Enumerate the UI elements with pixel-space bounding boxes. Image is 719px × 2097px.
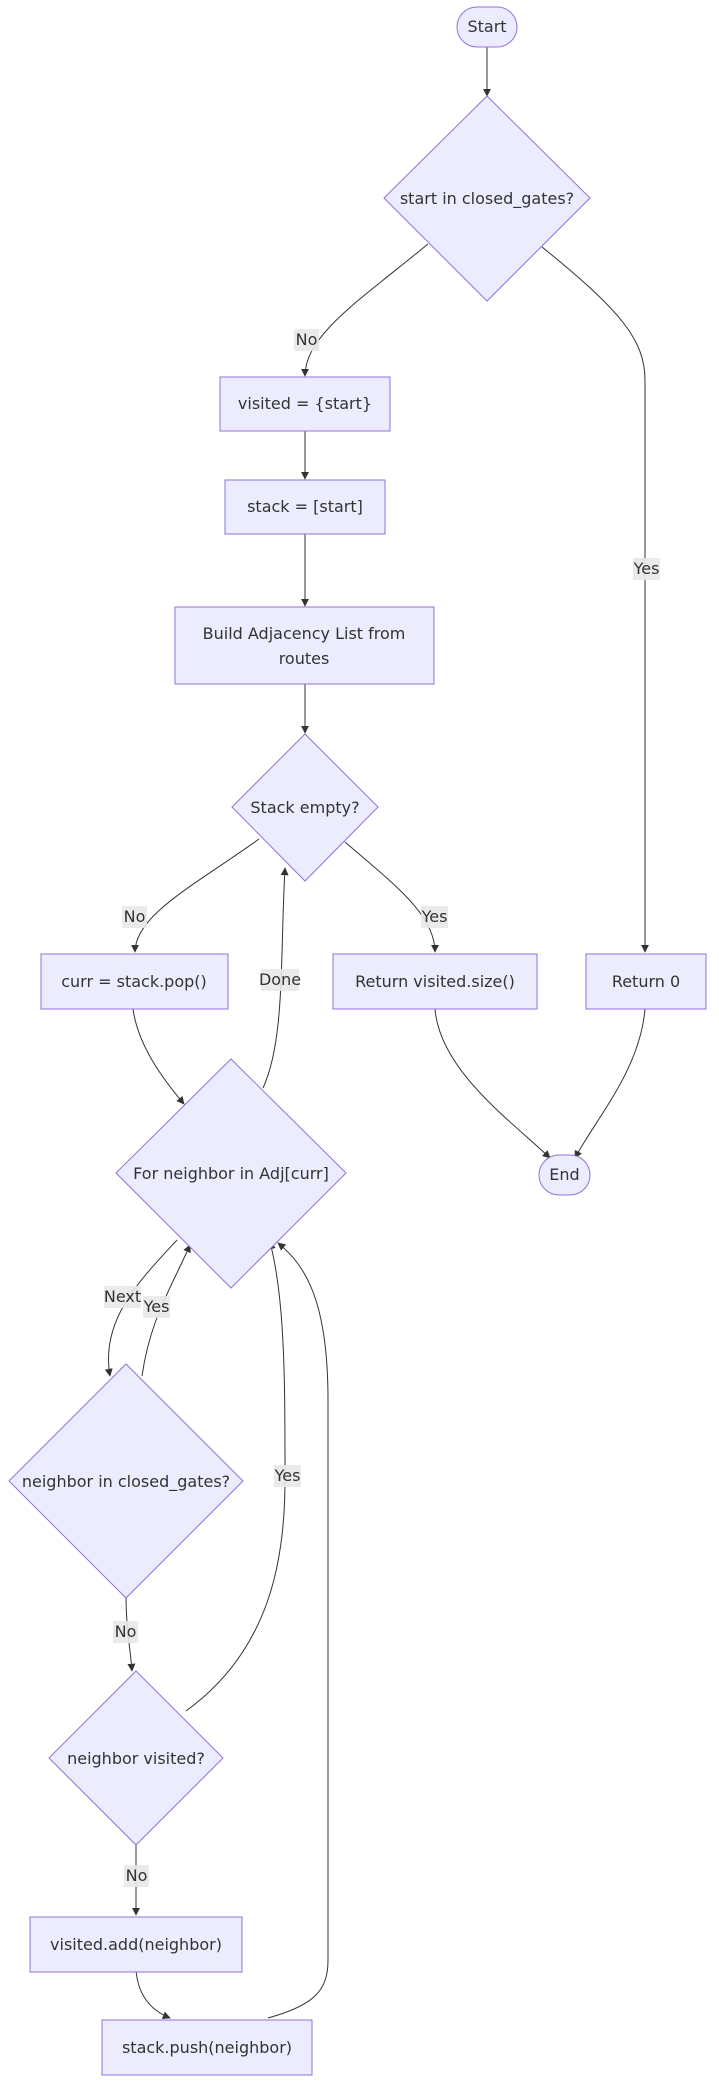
edge-cond-no <box>301 243 429 377</box>
node-build-adjacency: Build Adjacency List from routes <box>174 606 435 685</box>
svg-text:No: No <box>115 1622 137 1641</box>
node-stack-init: stack = [start] <box>224 479 386 535</box>
svg-text:Done: Done <box>259 970 301 989</box>
node-for-neighbor: For neighbor in Adj[curr] <box>115 1058 347 1289</box>
edge-done <box>262 867 289 1089</box>
node-return-size: Return visited.size() <box>332 953 538 1010</box>
svg-text:Return visited.size(): Return visited.size() <box>355 972 515 991</box>
svg-text:Yes: Yes <box>143 1297 170 1316</box>
node-return-zero: Return 0 <box>585 953 707 1010</box>
node-start: Start <box>456 6 518 48</box>
svg-text:start in closed_gates?: start in closed_gates? <box>400 189 574 209</box>
edge-push-loop <box>267 1242 329 2019</box>
edge-add-to-push <box>135 1969 171 2020</box>
edge-label-done: Done <box>259 969 301 991</box>
edge-empty-no <box>131 838 260 953</box>
edges <box>104 47 649 2020</box>
node-visited-init: visited = {start} <box>219 376 391 432</box>
node-visited-add: visited.add(neighbor) <box>29 1916 243 1973</box>
edge-label-empty-no: No <box>122 906 147 928</box>
svg-text:Stack empty?: Stack empty? <box>250 798 359 817</box>
node-pop: curr = stack.pop() <box>40 953 229 1010</box>
edge-label-next: Next <box>104 1286 141 1308</box>
svg-text:Yes: Yes <box>421 907 448 926</box>
svg-text:neighbor in closed_gates?: neighbor in closed_gates? <box>22 1472 230 1492</box>
svg-text:neighbor visited?: neighbor visited? <box>67 1749 205 1768</box>
svg-text:Build Adjacency List from: Build Adjacency List from <box>203 624 406 643</box>
nodes: Start start in closed_gates? visited = {… <box>8 6 707 2076</box>
svg-text:Start: Start <box>467 17 506 36</box>
svg-text:Yes: Yes <box>274 1466 301 1485</box>
node-stack-push: stack.push(neighbor) <box>101 2019 313 2076</box>
svg-text:Return 0: Return 0 <box>612 972 680 991</box>
node-neighbor-closed: neighbor in closed_gates? <box>8 1363 244 1599</box>
node-cond-closed-gates: start in closed_gates? <box>383 95 591 302</box>
svg-text:stack.push(neighbor): stack.push(neighbor) <box>122 2038 292 2057</box>
edge-label-nvisited-yes: Yes <box>274 1465 301 1487</box>
edge-empty-yes <box>344 841 439 953</box>
svg-text:For neighbor in Adj[curr]: For neighbor in Adj[curr] <box>133 1164 329 1183</box>
edge-label-nclosed-no: No <box>113 1621 138 1643</box>
edge-cond-yes <box>541 246 649 953</box>
svg-text:End: End <box>549 1165 579 1184</box>
edge-label-empty-yes: Yes <box>421 906 448 928</box>
svg-text:curr = stack.pop(): curr = stack.pop() <box>61 972 207 991</box>
edge-label-closed-no: No <box>294 329 319 351</box>
edge-label-nvisited-no: No <box>124 1865 149 1887</box>
svg-text:Yes: Yes <box>633 559 660 578</box>
svg-text:visited.add(neighbor): visited.add(neighbor) <box>50 1935 222 1954</box>
node-neighbor-visited: neighbor visited? <box>48 1670 224 1846</box>
svg-text:Next: Next <box>104 1287 141 1306</box>
svg-text:routes: routes <box>279 649 330 668</box>
svg-text:No: No <box>126 1866 148 1885</box>
edge-label-closed-yes: Yes <box>633 558 660 580</box>
svg-text:No: No <box>296 330 318 349</box>
edge-return-to-end <box>434 1008 551 1159</box>
svg-text:stack = [start]: stack = [start] <box>247 497 363 516</box>
node-end: End <box>538 1154 591 1196</box>
edge-label-nclosed-yes: Yes <box>143 1296 170 1318</box>
svg-text:No: No <box>124 907 146 926</box>
edge-pop-to-for <box>132 1008 185 1105</box>
edge-zero-to-end <box>574 1008 646 1159</box>
node-stack-empty: Stack empty? <box>231 733 379 882</box>
edge-labels: No Yes No Yes Done Next Yes Yes <box>104 329 660 1887</box>
svg-text:visited = {start}: visited = {start} <box>238 394 372 413</box>
